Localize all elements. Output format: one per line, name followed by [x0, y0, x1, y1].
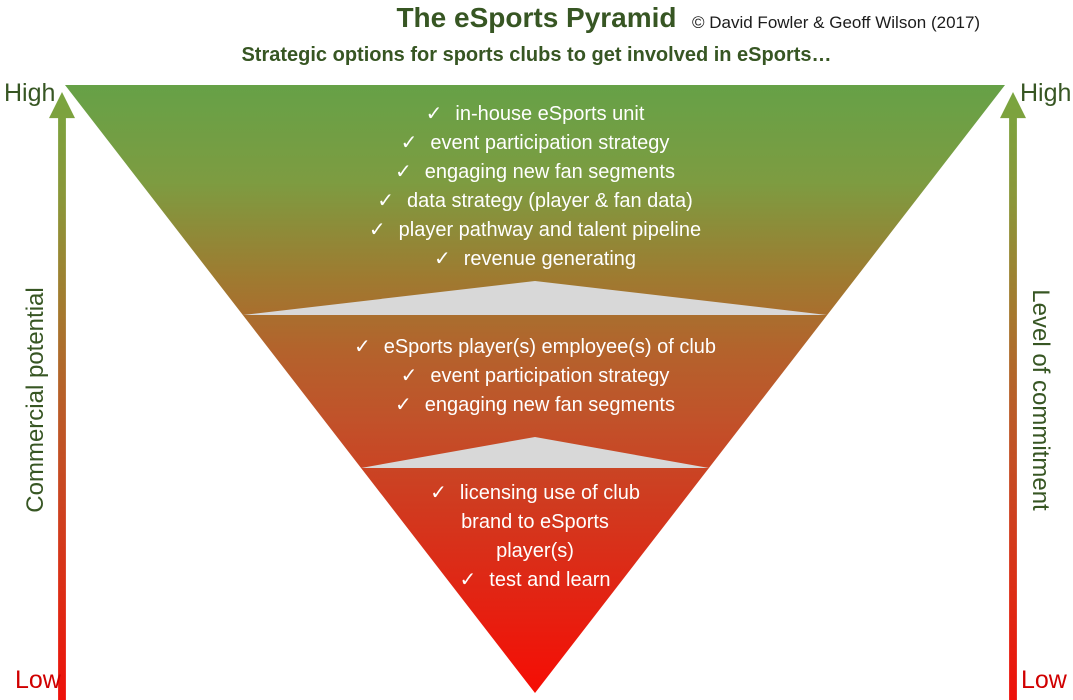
check-icon: ✓ [395, 161, 412, 183]
check-icon: ✓ [395, 394, 412, 416]
checklist-item-label: player pathway and talent pipeline [398, 219, 702, 241]
checklist-item: ✓ revenue generating [65, 245, 1005, 274]
checklist-item-label: event participation strategy [430, 132, 670, 154]
inverted-pyramid: ✓ in-house eSports unit ✓ event participat… [65, 85, 1005, 693]
check-icon: ✓ [368, 219, 386, 241]
checklist-item-label: engaging new fan segments [424, 394, 675, 416]
checklist-item-label: engaging new fan segments [424, 161, 675, 183]
right-axis-high-label: High [1020, 79, 1072, 107]
check-icon: ✓ [459, 569, 477, 591]
checklist-item-label: event participation strategy [430, 365, 670, 387]
checklist-item: ✓ player pathway and talent pipeline [65, 216, 1005, 245]
left-axis-up-arrow-icon [49, 92, 75, 700]
checklist-item-label: in-house eSports unit [455, 103, 645, 125]
right-axis-title: Level of commitment [1027, 289, 1054, 511]
page-title: The eSports Pyramid [396, 2, 677, 33]
checklist-item: ✓ in-house eSports unit [65, 100, 1005, 129]
check-icon: ✓ [425, 103, 443, 125]
subtitle: Strategic options for sports clubs to ge… [241, 44, 832, 66]
check-icon: ✓ [400, 365, 418, 387]
checklist-item-label: data strategy (player & fan data) [407, 190, 693, 212]
tier-separator-lower-chevron [361, 437, 709, 468]
left-axis-low-label: Low [15, 666, 61, 694]
checklist-item: ✓ data strategy (player & fan data) [65, 187, 1005, 216]
checklist-item: ✓ engaging new fan segments [65, 391, 1005, 420]
check-icon: ✓ [400, 132, 418, 154]
checklist-item: ✓ test and learn [65, 566, 1005, 595]
tier-separator-upper-chevron [243, 281, 827, 315]
copyright-credit: © David Fowler & Geoff Wilson (2017) [692, 13, 981, 32]
tier-bottom-checklist: ✓ licensing use of club brand to eSports … [65, 479, 1005, 595]
right-axis-low-label: Low [1021, 666, 1067, 694]
check-icon: ✓ [353, 336, 371, 358]
left-axis-high-label: High [4, 79, 56, 107]
checklist-item: ✓ event participation strategy [65, 362, 1005, 391]
right-axis-up-arrow-icon [1000, 92, 1026, 700]
checklist-item: ✓ licensing use of club brand to eSports … [65, 479, 1005, 566]
tier-middle-checklist: ✓ eSports player(s) employee(s) of club ✓… [65, 333, 1005, 420]
checklist-item: ✓ eSports player(s) employee(s) of club [65, 333, 1005, 362]
tier-top-checklist: ✓ in-house eSports unit ✓ event participat… [65, 100, 1005, 274]
check-icon: ✓ [433, 248, 451, 270]
check-icon: ✓ [377, 190, 395, 212]
checklist-item-label: eSports player(s) employee(s) of club [383, 336, 717, 358]
check-icon: ✓ [430, 482, 447, 504]
checklist-item: ✓ engaging new fan segments [65, 158, 1005, 187]
checklist-item-label: revenue generating [463, 248, 637, 270]
checklist-item-label: test and learn [489, 569, 611, 591]
checklist-item: ✓ event participation strategy [65, 129, 1005, 158]
checklist-item-label: licensing use of club brand to eSports p… [459, 482, 640, 562]
left-axis-title: Commercial potential [22, 287, 49, 513]
